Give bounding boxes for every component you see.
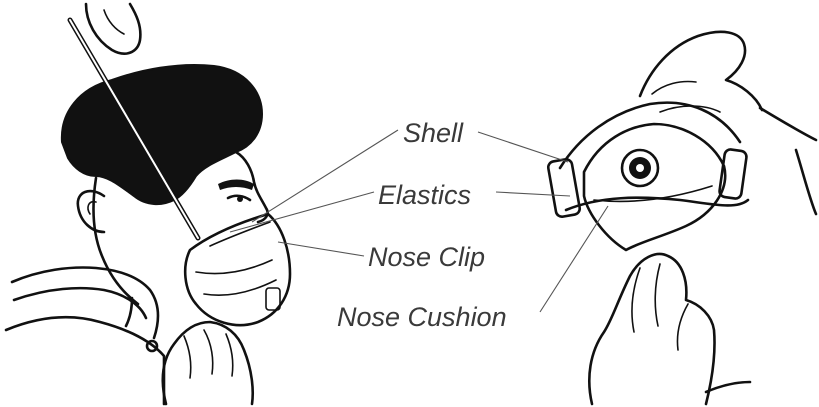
right-lower-hand-fingers: [632, 264, 688, 350]
right-upper-hand: [640, 32, 762, 110]
lower-hand: [163, 322, 253, 404]
labels: Shell Elastics Nose Clip Nose Cushion: [337, 118, 507, 332]
leader-elastics-left: [230, 192, 374, 232]
label-nose-cushion: Nose Cushion: [337, 302, 507, 332]
held-mask-elastic-top: [560, 103, 740, 168]
leader-lines: [230, 130, 608, 312]
right-upper-hand-fingers: [652, 82, 720, 113]
respirator-in-hands-illustration: [547, 32, 816, 404]
ear: [78, 191, 104, 232]
upper-hand-finger: [104, 10, 124, 34]
shoulder: [6, 317, 164, 404]
leader-nosecushion: [540, 206, 608, 312]
upper-hand: [86, 4, 140, 54]
person-wearing-mask-illustration: [6, 4, 290, 404]
eye-pupil: [237, 196, 243, 202]
label-elastics: Elastics: [378, 180, 471, 210]
eyebrow: [218, 180, 254, 191]
held-mask-valve-center: [636, 164, 644, 172]
worn-mask-shell: [185, 214, 290, 325]
held-mask-left-clip: [547, 158, 580, 217]
lower-hand-fingers: [184, 330, 233, 378]
held-mask-shell: [584, 124, 725, 250]
leader-shell-right: [478, 132, 568, 162]
right-side-arm: [796, 150, 816, 214]
label-nose-clip: Nose Clip: [368, 242, 485, 272]
right-lower-sleeve: [706, 382, 750, 392]
label-shell: Shell: [403, 118, 464, 148]
worn-mask-seam: [196, 260, 276, 295]
leader-shell-left: [252, 130, 398, 222]
right-lower-hand: [589, 254, 714, 404]
right-arm-top: [760, 108, 816, 140]
leader-noseclip: [278, 242, 364, 256]
leader-elastics-right: [496, 192, 570, 196]
